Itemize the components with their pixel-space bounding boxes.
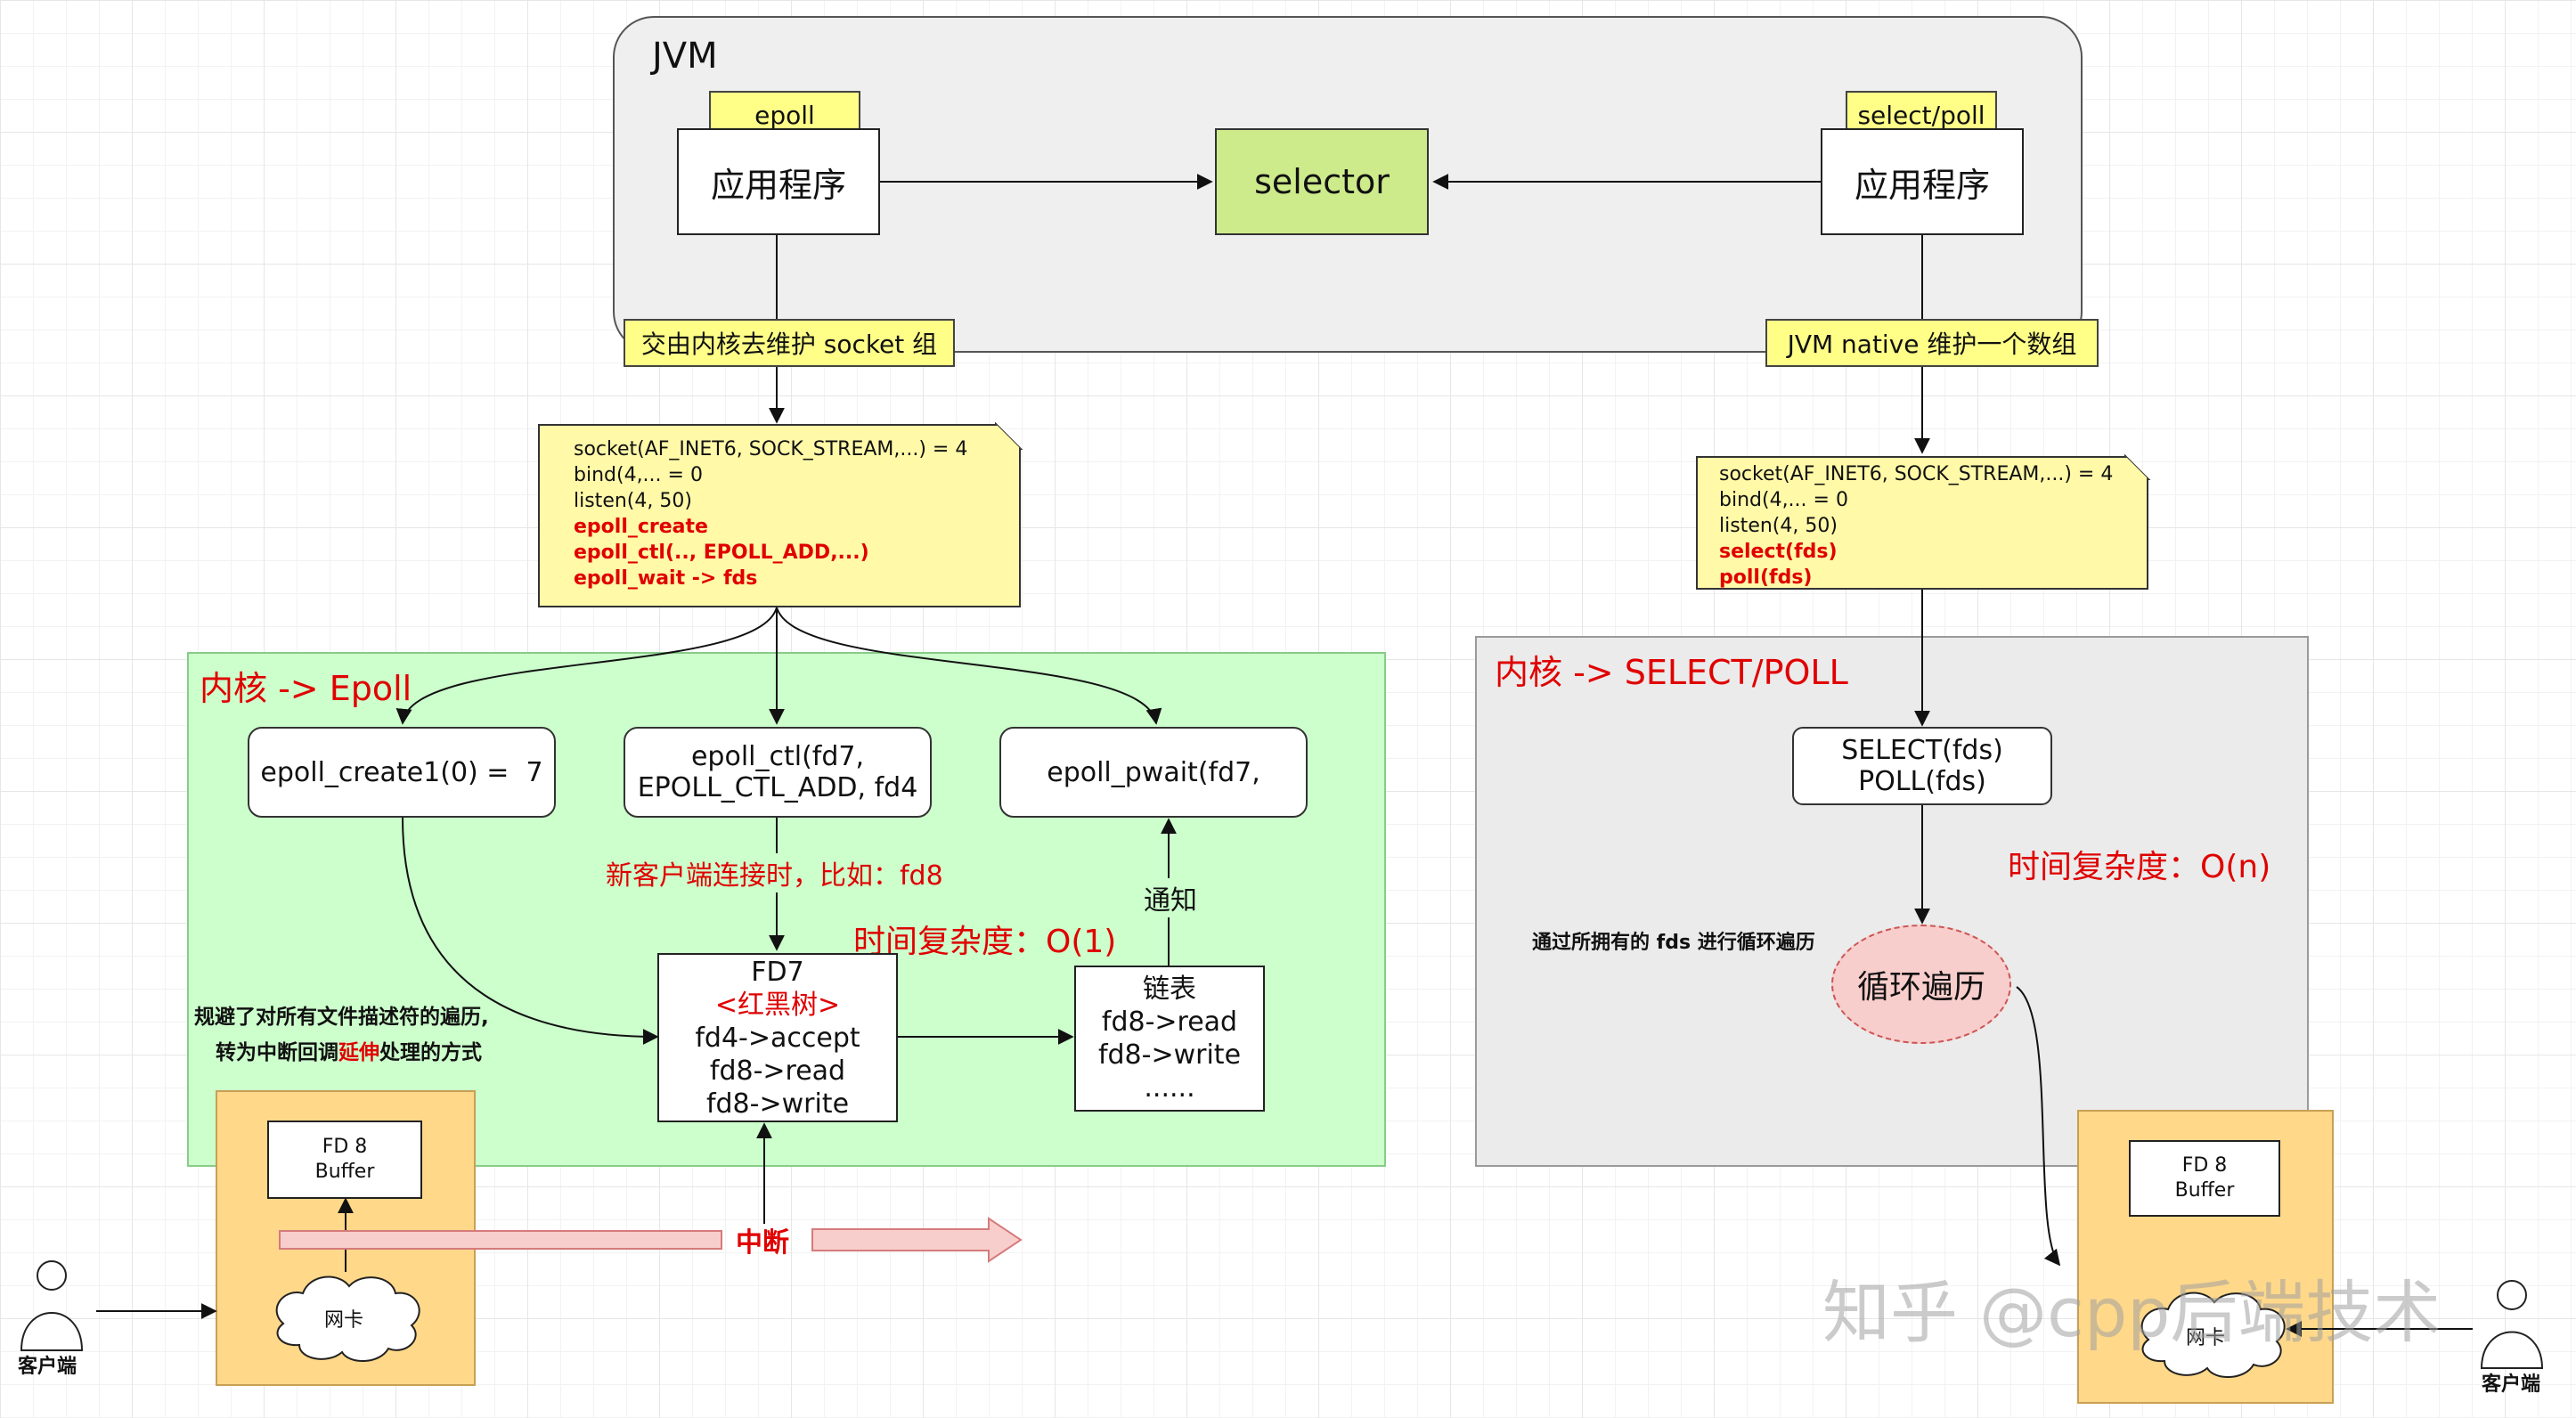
- note-line-epoll-ctl: epoll_ctl(.., EPOLL_ADD,...): [574, 542, 869, 564]
- select-complexity: 时间复杂度：O(n): [2008, 849, 2271, 885]
- select-poll-box[interactable]: SELECT(fds) POLL(fds): [1792, 727, 2052, 805]
- loop-iterate-ellipse: 循环遍历: [1831, 925, 2011, 1044]
- right-client-figure: [2480, 1280, 2544, 1369]
- jvm-title: JVM: [652, 36, 718, 77]
- fd7-rbtree-box: FD7 <红黑树> fd4->accept fd8->read fd8->wri…: [657, 953, 898, 1122]
- left-app-box[interactable]: 应用程序: [677, 128, 880, 235]
- epoll-side-note: 规避了对所有文件描述符的遍历, 转为中断回调延伸处理的方式: [194, 1006, 489, 1064]
- watermark: 知乎 @cpp后端技术: [1822, 1273, 2441, 1352]
- right-bridge-label: JVM native 维护一个数组: [1765, 319, 2099, 367]
- left-nic-cloud: [275, 1275, 420, 1363]
- left-nic-label: 网卡: [324, 1309, 364, 1332]
- arrow-loop-buffer: [2016, 986, 2061, 1267]
- left-bridge-label: 交由内核去维护 socket 组: [624, 319, 955, 367]
- right-code-note: socket(AF_INET6, SOCK_STREAM,...) = 4 bi…: [1696, 456, 2148, 590]
- iterate-note: 通过所拥有的 fds 进行循环遍历: [1532, 932, 1815, 954]
- note-line-socket: socket(AF_INET6, SOCK_STREAM,...) = 4: [574, 438, 968, 460]
- right-nic-cloud: [2140, 1292, 2286, 1379]
- select-region-title: 内核 -> SELECT/POLL: [1495, 653, 1848, 692]
- right-nic-label: 网卡: [2186, 1327, 2226, 1349]
- note-line-poll: poll(fds): [1719, 566, 1813, 589]
- left-code-note: socket(AF_INET6, SOCK_STREAM,...) = 4 bi…: [538, 424, 1021, 607]
- note-line-bind: bind(4,... = 0: [574, 464, 703, 486]
- note-line-listen: listen(4, 50): [574, 490, 692, 512]
- arrow-create-fd7: [402, 817, 659, 1045]
- ready-list-box: 链表 fd8->read fd8->write ......: [1074, 966, 1265, 1112]
- right-client-label: 客户端: [2482, 1373, 2541, 1396]
- note-line-epoll-create: epoll_create: [574, 516, 708, 538]
- interrupt-bar-left: [279, 1230, 722, 1250]
- interrupt-label: 中断: [736, 1227, 789, 1259]
- interrupt-arrow-right: [811, 1217, 1023, 1263]
- left-client-figure: [20, 1260, 84, 1351]
- selector-box[interactable]: selector: [1215, 128, 1429, 235]
- right-fd8-buffer: FD 8 Buffer: [2129, 1140, 2280, 1217]
- epoll-region-title: 内核 -> Epoll: [200, 669, 412, 708]
- notify-label: 通知: [1144, 878, 1197, 917]
- note-line-listen: listen(4, 50): [1719, 515, 1838, 537]
- arrow-note-create: [395, 607, 778, 725]
- new-client-label: 新客户端连接时，比如：fd8: [606, 853, 943, 892]
- epoll-pwait-box[interactable]: epoll_pwait(fd7,: [999, 727, 1308, 818]
- note-line-epoll-wait: epoll_wait -> fds: [574, 567, 758, 590]
- arrow-note-pwait: [776, 607, 1162, 725]
- right-app-box[interactable]: 应用程序: [1821, 128, 2024, 235]
- note-line-bind: bind(4,... = 0: [1719, 489, 1848, 511]
- left-fd8-buffer: FD 8 Buffer: [267, 1121, 422, 1199]
- epoll-ctl-box[interactable]: epoll_ctl(fd7, EPOLL_CTL_ADD, fd4: [624, 727, 932, 818]
- note-line-select: select(fds): [1719, 541, 1838, 563]
- note-line-socket: socket(AF_INET6, SOCK_STREAM,...) = 4: [1719, 463, 2114, 485]
- select-kernel-region: [1475, 636, 2309, 1167]
- epoll-create-box[interactable]: epoll_create1(0) = 7: [248, 727, 556, 818]
- left-client-label: 客户端: [18, 1356, 77, 1378]
